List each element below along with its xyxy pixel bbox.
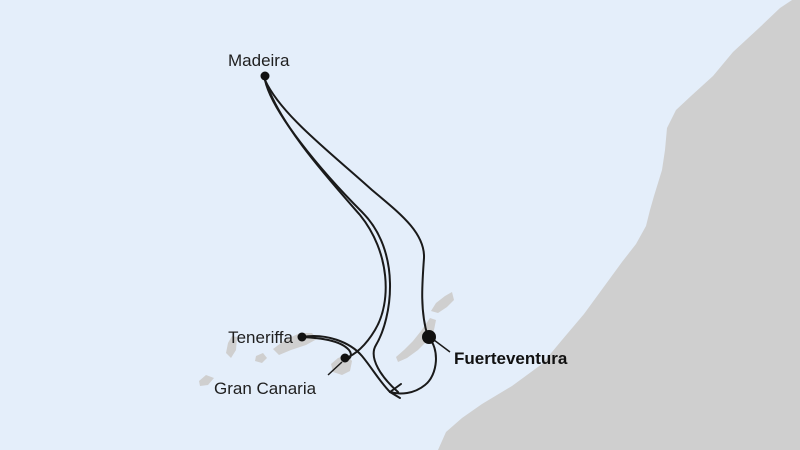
madeira-marker [260, 71, 270, 81]
cruise-route [264, 79, 437, 399]
gran-canaria-pointer-line [327, 361, 343, 376]
island-lanzarote [431, 292, 454, 313]
fuerteventura-label: Fuerteventura [454, 349, 568, 368]
route-leg-fuerteventura-madeira [264, 79, 429, 338]
island-el-hierro [199, 375, 214, 386]
fuerteventura-marker [422, 330, 436, 344]
island-gomera [255, 353, 267, 363]
route-leg-fuerteventura-loop [389, 336, 437, 395]
teneriffa-label: Teneriffa [228, 328, 293, 347]
gran-canaria-marker [340, 353, 350, 363]
madeira-label: Madeira [228, 51, 290, 70]
fuerteventura-pointer-line [433, 339, 451, 353]
route-arrowhead [389, 383, 402, 399]
island-la-palma [226, 336, 237, 358]
mainland-africa [438, 0, 800, 450]
gran-canaria-label: Gran Canaria [214, 379, 317, 398]
route-leg-madeira-gran-canaria [264, 79, 387, 360]
route-leg-teneriffa-loop [301, 335, 391, 393]
teneriffa-marker [297, 332, 307, 342]
